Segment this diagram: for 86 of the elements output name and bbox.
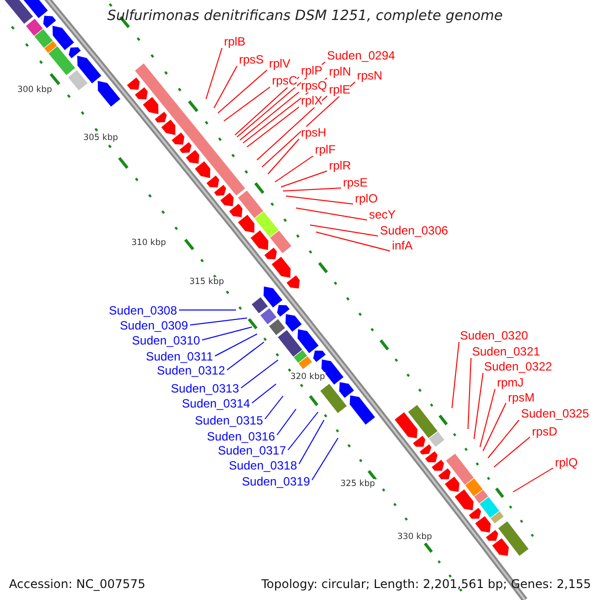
gene-label: infA	[392, 240, 413, 252]
position-label: 300 kbp	[17, 85, 52, 95]
gene-label: rplX	[301, 94, 322, 108]
leader-line	[298, 420, 324, 464]
gene-label: rpsD	[532, 426, 558, 438]
leader-line	[310, 224, 378, 236]
gene-label: rplR	[329, 160, 352, 172]
footer-text: Topology: circular; Length: 2,201,561 bp; Genes: 2,155	[261, 577, 591, 591]
leader-line	[296, 208, 368, 220]
leader-line	[224, 86, 270, 122]
gene-label: Suden_0317	[218, 444, 286, 458]
leader-line	[452, 342, 460, 408]
leader-line	[474, 372, 484, 440]
leader-line	[218, 70, 268, 114]
leader-line	[288, 412, 318, 450]
gene-label: Suden_0325	[521, 408, 590, 420]
leader-line	[512, 468, 554, 492]
gene-label: rplP	[301, 64, 322, 78]
footer-text: Accession: NC_007575	[9, 577, 146, 591]
position-label: 305 kbp	[83, 133, 118, 143]
gene-label: rpsS	[239, 54, 264, 66]
leader-line	[240, 360, 278, 388]
gene-label: Suden_0306	[380, 224, 448, 238]
gene-label: rpsQ	[301, 80, 328, 92]
gene-label: Suden_0318	[228, 460, 297, 472]
gene-label: rplF	[315, 144, 336, 156]
leader-line	[240, 92, 300, 140]
gene-label: Suden_0321	[472, 346, 540, 358]
position-label: 315 kbp	[189, 277, 224, 287]
leader-line	[274, 156, 314, 182]
leader-line	[280, 170, 328, 188]
gene-label: rplV	[269, 58, 290, 70]
gene-label: Suden_0315	[194, 414, 263, 428]
position-label: 330 kbp	[397, 532, 432, 542]
leader-line	[268, 138, 300, 174]
position-label: 320 kbp	[290, 372, 325, 382]
leader-line	[256, 96, 328, 160]
gene-label: rpsN	[357, 70, 382, 82]
gene-label: Suden_0316	[206, 430, 275, 444]
gene-label: rpsC	[272, 74, 298, 88]
gene-label: Suden_0314	[182, 398, 250, 410]
gene-label: Suden_0311	[146, 350, 213, 364]
leader-line	[214, 66, 238, 108]
leader-line	[276, 408, 296, 436]
gene-label: secY	[369, 208, 396, 222]
gene-label: rpsE	[343, 176, 368, 190]
position-label: 325 kbp	[340, 479, 375, 489]
leader-line	[312, 438, 338, 480]
leader-line	[252, 384, 276, 404]
gene-label: Suden_0294	[327, 50, 396, 62]
gene-label: Suden_0308	[108, 304, 177, 318]
gene-label: Suden_0319	[242, 476, 310, 488]
leader-line	[214, 334, 258, 356]
leader-line	[234, 76, 300, 136]
gene-label: rplQ	[555, 456, 578, 470]
gene-label: Suden_0313	[170, 382, 239, 396]
leader-line	[468, 358, 472, 430]
gene-label: rplN	[329, 66, 352, 78]
gene-label: rplO	[355, 192, 378, 206]
gene-label: rpsM	[508, 392, 535, 404]
leader-line	[246, 106, 300, 148]
position-label: 310 kbp	[131, 238, 166, 248]
leader-line	[206, 48, 222, 100]
leader-line	[316, 232, 390, 252]
leader-line	[264, 396, 284, 420]
leader-line	[282, 188, 342, 192]
leader-line	[488, 420, 520, 458]
gene-label: Suden_0309	[120, 320, 188, 332]
leader-line	[480, 388, 496, 448]
gene-label: rpsH	[301, 126, 326, 140]
leader-line	[202, 326, 252, 340]
leader-line	[286, 196, 354, 204]
leader-line	[482, 402, 506, 452]
leader-line	[494, 436, 530, 468]
leader-line	[236, 62, 326, 138]
gene-label: Suden_0310	[132, 334, 200, 348]
gene-label: rplE	[329, 84, 350, 96]
gene-label: rpmJ	[497, 376, 524, 390]
gene-label: Suden_0320	[460, 330, 528, 342]
gene-label: Suden_0322	[484, 360, 552, 374]
title: Sulfurimonas denitrificans DSM 1251, complete genome	[106, 8, 504, 24]
leader-line	[262, 82, 356, 168]
gene-label: Suden_0312	[156, 364, 225, 378]
gene-label: rplB	[224, 36, 246, 48]
leader-line	[190, 318, 248, 326]
leader-line	[226, 342, 264, 370]
